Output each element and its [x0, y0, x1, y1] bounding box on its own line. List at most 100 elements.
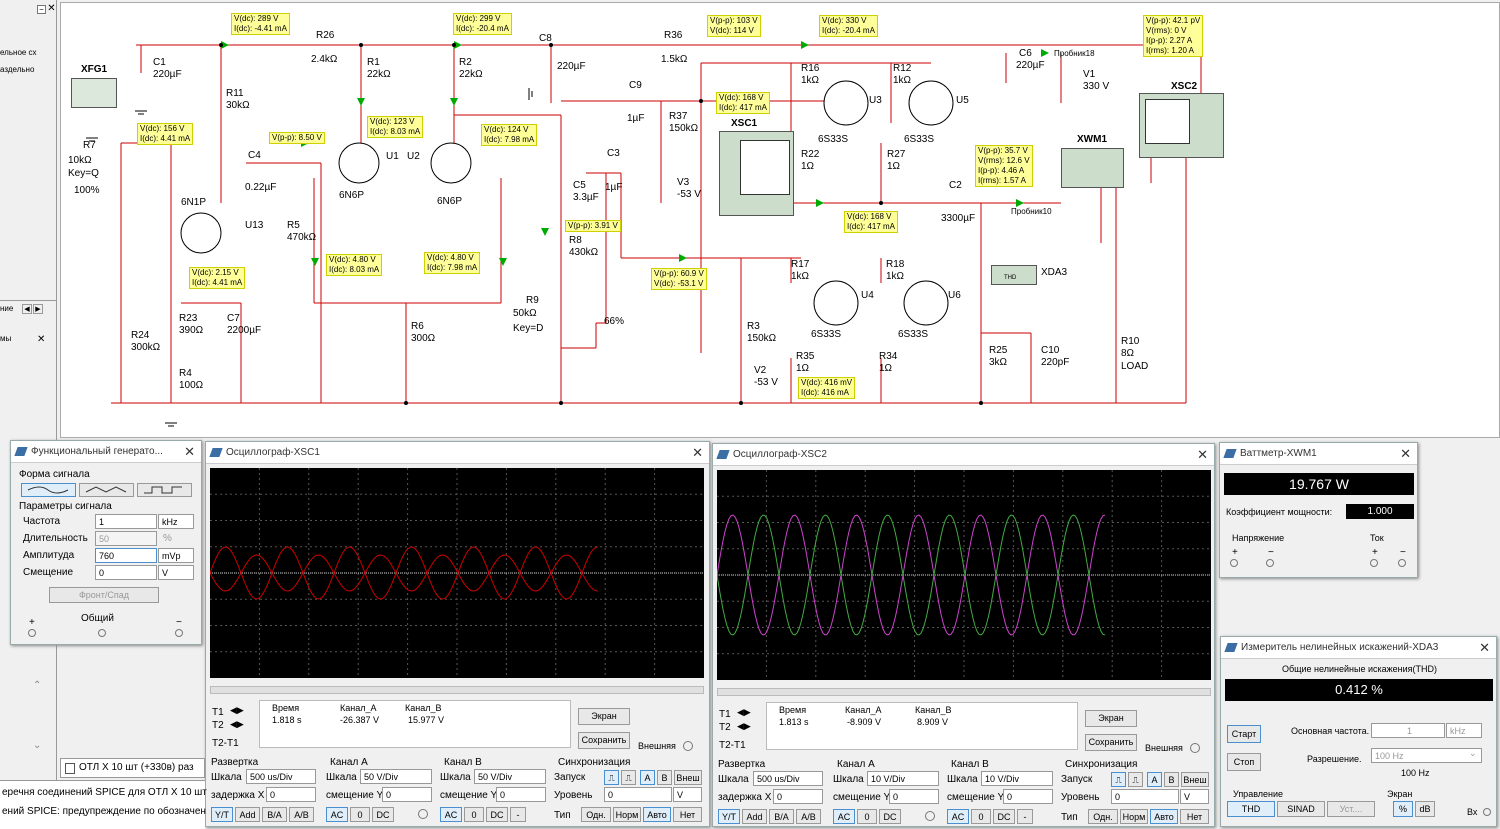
- thd-xda3-icon[interactable]: THD: [991, 265, 1037, 285]
- t1-arrows-icon[interactable]: ◀▶: [737, 707, 751, 717]
- ba-button[interactable]: B/A: [769, 809, 794, 824]
- probe-readout[interactable]: V(dc): 123 V I(dc): 8.03 mA: [367, 116, 424, 138]
- x-delay-input[interactable]: 0: [266, 787, 316, 802]
- chb-offset-input[interactable]: 0: [496, 787, 546, 802]
- falling-edge-icon[interactable]: ⎍: [621, 770, 636, 785]
- offset-input[interactable]: 0: [95, 565, 157, 580]
- close-icon[interactable]: ✕: [184, 444, 195, 459]
- rising-edge-icon[interactable]: ⎍: [1111, 772, 1126, 787]
- probe-readout[interactable]: V(dc): 4.80 V I(dc): 8.03 mA: [326, 254, 383, 276]
- x-delay-input[interactable]: 0: [773, 789, 823, 804]
- auto-button[interactable]: Авто: [643, 807, 671, 822]
- single-button[interactable]: Одн.: [581, 807, 611, 822]
- function-generator-window[interactable]: Функциональный генерато...✕ Форма сигнал…: [10, 440, 202, 645]
- close-icon[interactable]: ✕: [1400, 446, 1411, 461]
- front-slope-button[interactable]: Фронт/Спад: [49, 587, 159, 603]
- scroll-left-icon[interactable]: ◀: [22, 304, 32, 314]
- probe-readout[interactable]: V(dc): 330 V I(dc): -20.4 mA: [819, 15, 878, 37]
- trigger-ext-button[interactable]: Внеш: [1181, 772, 1209, 787]
- save-button[interactable]: Сохранить: [578, 732, 630, 749]
- offset-unit[interactable]: V: [158, 565, 194, 580]
- fund-freq-input[interactable]: 1: [1371, 723, 1445, 738]
- chevron-down-icon[interactable]: ⌄: [33, 740, 42, 751]
- chb-ac-button[interactable]: AC: [440, 807, 462, 822]
- close-icon[interactable]: ✕: [47, 3, 56, 14]
- screen-button[interactable]: Экран: [1085, 710, 1137, 727]
- trigger-a-button[interactable]: A: [1147, 772, 1162, 787]
- probe-readout[interactable]: V(dc): 168 V I(dc): 417 mA: [844, 211, 899, 233]
- resolution-select[interactable]: 100 Hz: [1371, 748, 1482, 763]
- cha-offset-input[interactable]: 0: [382, 787, 432, 802]
- square-wave-button[interactable]: [137, 483, 192, 497]
- terminal-icon[interactable]: [28, 629, 36, 637]
- db-button[interactable]: dB: [1415, 801, 1435, 817]
- function-generator-icon[interactable]: [71, 78, 117, 108]
- chb-offset-input[interactable]: 0: [1003, 789, 1053, 804]
- probe-readout[interactable]: V(dc): 4.80 V I(dc): 7.98 mA: [424, 252, 481, 274]
- sinad-mode-button[interactable]: SINAD: [1277, 801, 1325, 817]
- wattmeter-window[interactable]: Ваттметр-XWM1✕ 19.767 W Коэффициент мощн…: [1219, 442, 1418, 578]
- trigger-b-button[interactable]: B: [657, 770, 672, 785]
- cha-zero-button[interactable]: 0: [350, 807, 370, 822]
- schematic-canvas[interactable]: THD XFG1 C1 220µF R7 10kΩ Key=Q 100% R11…: [60, 2, 1500, 438]
- level-input[interactable]: 0: [1111, 789, 1179, 804]
- cha-dc-button[interactable]: DC: [372, 807, 394, 822]
- chevron-up-icon[interactable]: ⌃: [33, 680, 42, 691]
- cha-terminal-icon[interactable]: [925, 811, 935, 821]
- ext-terminal-icon[interactable]: [1190, 743, 1200, 753]
- time-scale-input[interactable]: 500 us/Div: [753, 771, 823, 786]
- terminal-icon[interactable]: [1370, 559, 1378, 567]
- ba-button[interactable]: B/A: [262, 807, 287, 822]
- cha-scale-input[interactable]: 50 V/Div: [360, 769, 432, 784]
- close-icon[interactable]: ✕: [1479, 640, 1490, 655]
- probe-readout[interactable]: V(p-p): 42.1 pV V(rms): 0 V I(p-p): 2.27…: [1143, 15, 1204, 57]
- cha-scale-input[interactable]: 10 V/Div: [867, 771, 939, 786]
- freq-input[interactable]: 1: [95, 514, 157, 529]
- probe-readout[interactable]: V(dc): 156 V I(dc): 4.41 mA: [137, 123, 194, 145]
- design-tab[interactable]: ОТЛ X 10 шт (+330в) раз: [60, 758, 205, 778]
- save-button[interactable]: Сохранить: [1085, 734, 1137, 751]
- minus-icon[interactable]: −: [37, 5, 46, 14]
- probe-readout[interactable]: V(p-p): 35.7 V V(rms): 12.6 V I(p-p): 4.…: [975, 145, 1033, 187]
- sine-wave-button[interactable]: [21, 483, 76, 497]
- scroll-right-icon[interactable]: ▶: [33, 304, 43, 314]
- terminal-icon[interactable]: [1266, 559, 1274, 567]
- auto-button[interactable]: Авто: [1150, 809, 1178, 824]
- yt-button[interactable]: Y/T: [718, 809, 740, 824]
- chb-dc-button[interactable]: DC: [993, 809, 1015, 824]
- trigger-ext-button[interactable]: Внеш: [674, 770, 702, 785]
- thd-mode-button[interactable]: THD: [1227, 801, 1275, 817]
- chb-ac-button[interactable]: AC: [947, 809, 969, 824]
- chb-zero-button[interactable]: 0: [971, 809, 991, 824]
- probe-readout[interactable]: V(dc): 299 V I(dc): -20.4 mA: [453, 13, 512, 35]
- yt-button[interactable]: Y/T: [211, 807, 233, 822]
- probe-readout[interactable]: V(dc): 289 V I(dc): -4.41 mA: [231, 13, 290, 35]
- amp-input[interactable]: 760: [95, 548, 157, 563]
- level-input[interactable]: 0: [604, 787, 672, 802]
- time-scale-input[interactable]: 500 us/Div: [246, 769, 316, 784]
- cha-zero-button[interactable]: 0: [857, 809, 877, 824]
- freq-unit[interactable]: kHz: [158, 514, 194, 529]
- screen-button[interactable]: Экран: [578, 708, 630, 725]
- add-button[interactable]: Add: [235, 807, 260, 822]
- thd-meter-window[interactable]: Измеритель нелинейных искажений-XDA3✕ Об…: [1220, 636, 1497, 827]
- trigger-a-button[interactable]: A: [640, 770, 655, 785]
- fund-freq-unit[interactable]: kHz: [1446, 723, 1482, 738]
- probe-readout[interactable]: V(dc): 416 mV I(dc): 416 mA: [798, 377, 856, 399]
- terminal-icon[interactable]: [1483, 808, 1491, 816]
- chb-scale-input[interactable]: 10 V/Div: [981, 771, 1053, 786]
- chevron-down-icon[interactable]: ⌄: [1469, 748, 1477, 758]
- chb-minus-button[interactable]: -: [1017, 809, 1033, 824]
- none-button[interactable]: Нет: [673, 807, 702, 822]
- chb-dc-button[interactable]: DC: [486, 807, 508, 822]
- duty-input[interactable]: 50: [95, 531, 157, 546]
- cha-ac-button[interactable]: AC: [833, 809, 855, 824]
- terminal-icon[interactable]: [1398, 559, 1406, 567]
- rising-edge-icon[interactable]: ⎍: [604, 770, 619, 785]
- probe-readout[interactable]: V(dc): 168 V I(dc): 417 mA: [716, 92, 771, 114]
- t1-arrows-icon[interactable]: ◀▶: [230, 705, 244, 715]
- single-button[interactable]: Одн.: [1088, 809, 1118, 824]
- osc1-scrollbar[interactable]: [210, 686, 704, 694]
- chb-minus-button[interactable]: -: [510, 807, 526, 822]
- terminal-icon[interactable]: [98, 629, 106, 637]
